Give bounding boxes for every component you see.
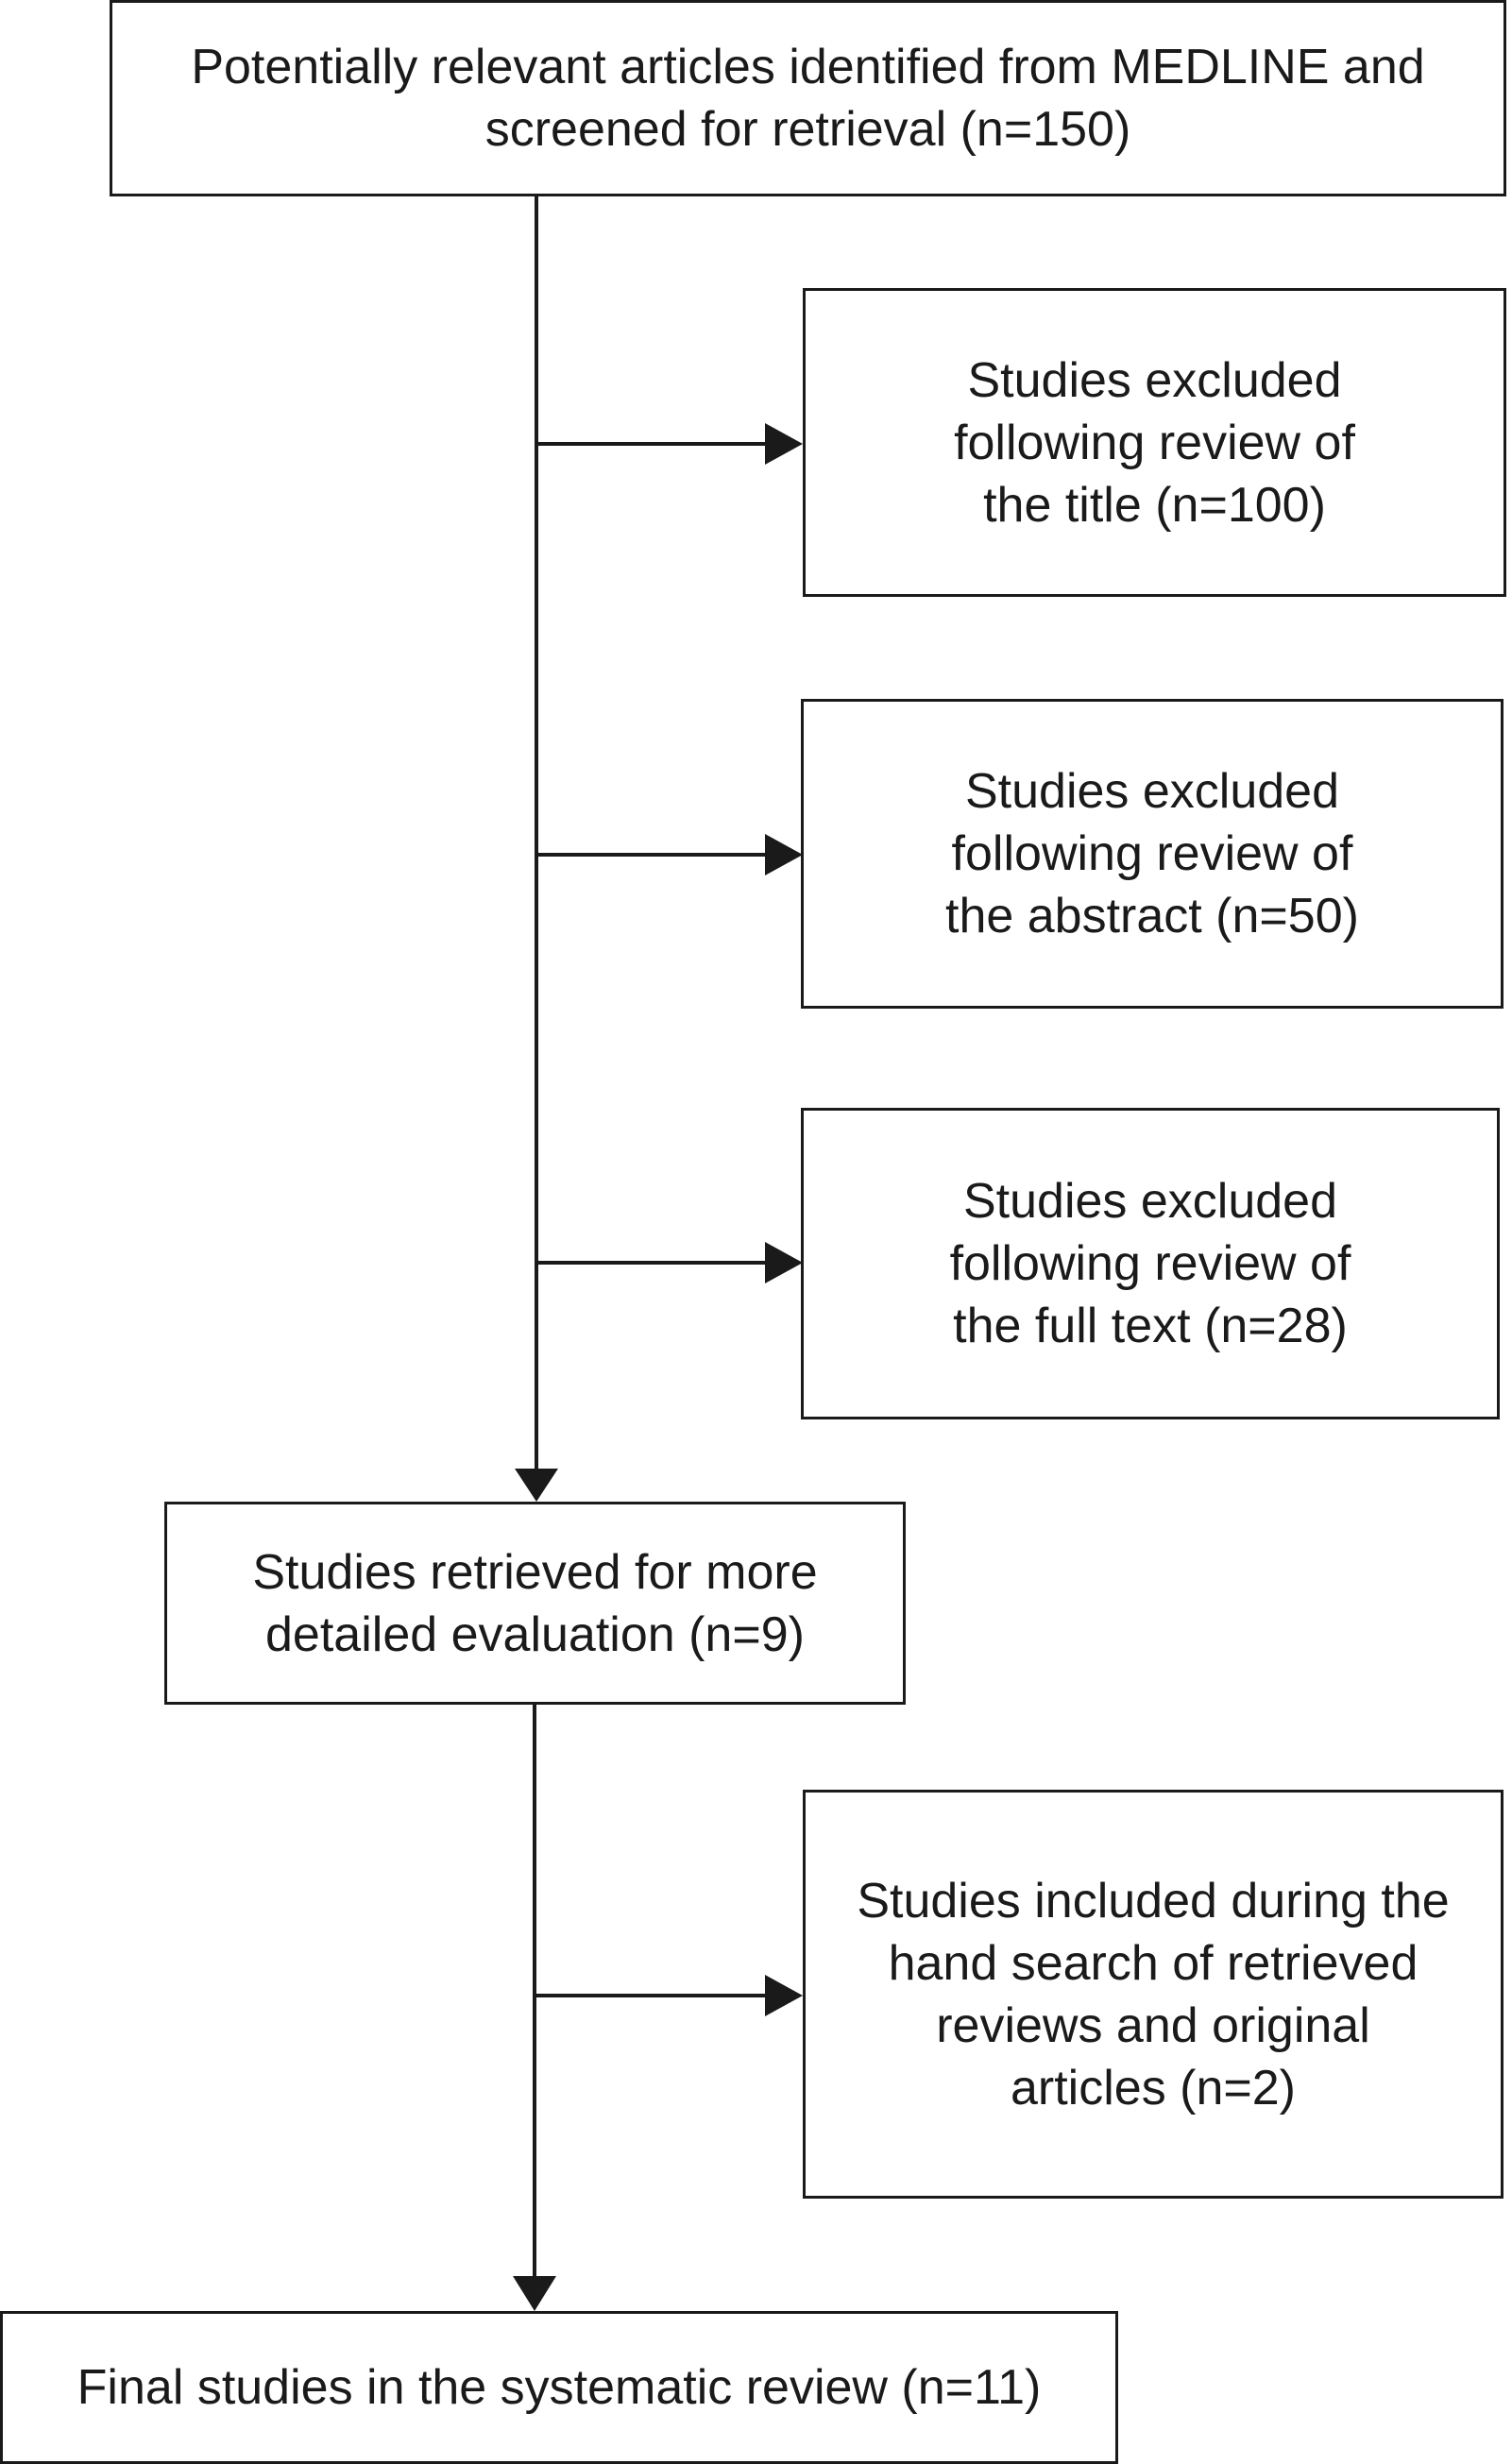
- final-text-line-1: Final studies in the systematic review (…: [76, 2360, 1042, 2415]
- hand-search-text-line-1: Studies included during the: [857, 1873, 1450, 1929]
- retrieved-text-line-1: Studies retrieved for more: [252, 1544, 818, 1600]
- excluded-abstract-text-line-1: Studies excluded: [964, 764, 1340, 819]
- retrieved-text-line-2: detailed evaluation (n=9): [265, 1606, 805, 1662]
- identified-text-line-2: screened for retrieval (n=150): [484, 102, 1131, 157]
- retrieved-box: Studies retrieved for more detailed eval…: [164, 1502, 906, 1705]
- excluded-title-text-line-2: following review of: [954, 415, 1355, 470]
- hand-search-text-line-3: reviews and original: [936, 1997, 1370, 2053]
- excluded-abstract-box: Studies excluded following review of the…: [801, 699, 1504, 1009]
- excluded-title-text-line-3: the title (n=100): [983, 477, 1326, 533]
- hand-search-text-line-2: hand search of retrieved: [888, 1935, 1419, 1991]
- arrow-to-excluded-title: [765, 423, 803, 465]
- hand-search-text-line-4: articles (n=2): [1010, 2060, 1296, 2116]
- identified-box: Potentially relevant articles identified…: [110, 0, 1506, 196]
- excluded-title-box: Studies excluded following review of the…: [803, 288, 1506, 597]
- excluded-abstract-text-line-3: the abstract (n=50): [945, 889, 1359, 943]
- excluded-abstract-text-line-2: following review of: [951, 826, 1353, 881]
- excluded-fulltext-box: Studies excluded following review of the…: [801, 1108, 1500, 1419]
- excluded-fulltext-text-line-1: Studies excluded: [962, 1174, 1338, 1229]
- arrow-to-hand-search: [765, 1975, 803, 2016]
- arrow-to-retrieved: [515, 1469, 558, 1502]
- arrow-to-excluded-fulltext: [765, 1242, 803, 1283]
- hand-search-box: Studies included during the hand search …: [803, 1790, 1504, 2199]
- final-box: Final studies in the systematic review (…: [0, 2311, 1118, 2464]
- identified-text-line-1: Potentially relevant articles identified…: [191, 40, 1425, 94]
- excluded-fulltext-text-line-2: following review of: [949, 1236, 1351, 1291]
- excluded-fulltext-text-line-3: the full text (n=28): [953, 1299, 1348, 1353]
- excluded-title-text-line-1: Studies excluded: [967, 352, 1342, 408]
- arrow-to-excluded-abstract: [765, 834, 803, 875]
- arrow-to-final: [513, 2276, 556, 2311]
